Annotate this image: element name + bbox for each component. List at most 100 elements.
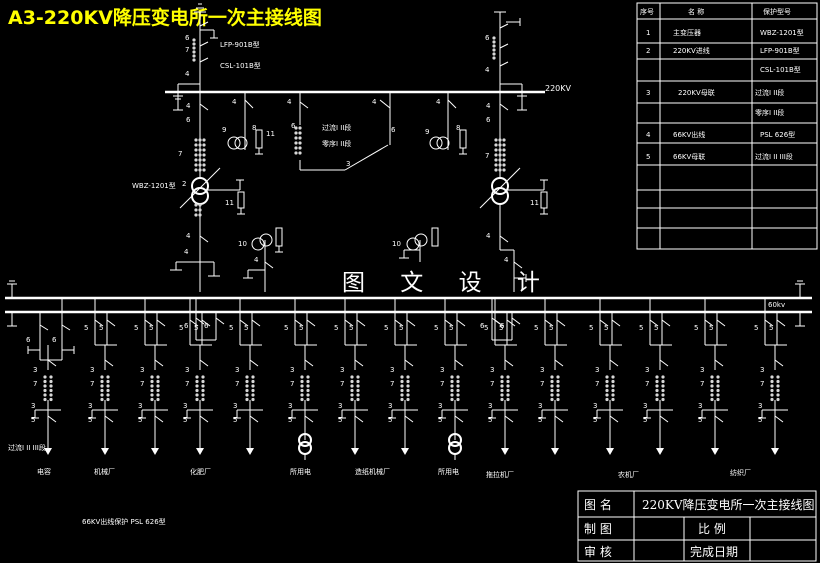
num-label: 5 [288, 416, 292, 424]
table-header: 保护型号 [763, 7, 791, 16]
num-label: 4 [485, 66, 490, 74]
num-label: 7 [290, 380, 294, 388]
num-label: 5 [549, 324, 553, 332]
feeder-protection-note: 66KV出线保护 PSL 626型 [82, 517, 166, 526]
num-label: 7 [185, 380, 189, 388]
svg-text:3: 3 [346, 160, 350, 168]
bus-66kv-section-switches: 6 6 6 6 6 6 [26, 298, 521, 361]
feeder-arrow [501, 448, 509, 455]
num-label: 7 [700, 380, 704, 388]
svg-text:4: 4 [486, 102, 491, 110]
num-label: 7 [490, 380, 494, 388]
num-label: 7 [33, 380, 37, 388]
num-label: 5 [769, 324, 773, 332]
relay-label-zero-seq: 零序I II段 [322, 139, 351, 148]
num-label: 3 [140, 366, 144, 374]
num-label: 5 [604, 324, 608, 332]
relay-label-overcurrent: 过流I II段 [322, 123, 351, 132]
num-label: 5 [534, 324, 538, 332]
titleblock-label-scale: 比 例 [698, 522, 726, 536]
svg-text:4: 4 [254, 256, 259, 264]
num-label: 3 [138, 402, 142, 410]
num-label: 5 [233, 416, 237, 424]
num-label: 7 [540, 380, 544, 388]
feeder-arrow [401, 448, 409, 455]
svg-text:11: 11 [530, 199, 539, 207]
num-label: 3 [288, 402, 292, 410]
num-label: 3 [31, 402, 35, 410]
feeder-arrow [101, 448, 109, 455]
svg-text:6: 6 [186, 116, 191, 124]
num-label: 5 [194, 324, 198, 332]
bus-66kv-end-earth-right [795, 280, 805, 327]
num-label: 7 [340, 380, 344, 388]
svg-text:9: 9 [222, 126, 226, 134]
feeder-label: 所用电 [438, 467, 459, 476]
feeder-arrow [151, 448, 159, 455]
pt-branch-left: 4 8 9 11 [222, 92, 275, 155]
svg-text:9: 9 [425, 128, 429, 136]
num-label: 5 [694, 324, 698, 332]
num-label: 3 [540, 366, 544, 374]
num-label: 3 [390, 366, 394, 374]
num-label: 3 [645, 366, 649, 374]
relay-label-wbz: WBZ-1201型 [132, 181, 176, 190]
svg-text:7: 7 [485, 152, 489, 160]
feeder-arrow [711, 448, 719, 455]
transformer-branch-right: 4 6 7 11 4 4 [479, 92, 548, 292]
num-label: 7 [645, 380, 649, 388]
feeder-arrow [771, 448, 779, 455]
table-cell: 过流I II段 [755, 88, 784, 97]
num-label: 7 [185, 46, 189, 54]
num-label: 3 [538, 402, 542, 410]
num-label: 5 [183, 416, 187, 424]
num-label: 5 [643, 416, 647, 424]
ct-dots-bus-tie [294, 126, 302, 155]
num-label: 3 [183, 402, 187, 410]
feeder-label: 造纸机械厂 [355, 467, 390, 476]
num-label: 5 [284, 324, 288, 332]
num-label: 3 [235, 366, 239, 374]
svg-text:4: 4 [287, 98, 292, 106]
table-cell: WBZ-1201型 [760, 28, 804, 37]
svg-text:11: 11 [225, 199, 234, 207]
num-label: 3 [88, 402, 92, 410]
num-label: 4 [185, 70, 190, 78]
num-label: 3 [643, 402, 647, 410]
table-cell: 4 [646, 131, 651, 139]
num-label: 7 [595, 380, 599, 388]
titleblock-label-date: 完成日期 [690, 544, 738, 559]
svg-text:4: 4 [486, 232, 491, 240]
relay-label-lfp: LFP-901B型 [220, 40, 260, 49]
pt-66kv-left: 10 4 [238, 227, 283, 292]
bus-220kv-label: 220KV [545, 84, 572, 93]
feeder-label: 电容 [37, 467, 51, 476]
num-label: 5 [179, 324, 183, 332]
num-label: 3 [290, 366, 294, 374]
table-cell: 零序I II段 [755, 108, 784, 117]
num-label: 3 [340, 366, 344, 374]
num-label: 3 [440, 366, 444, 374]
transformer-branch-left: 4 6 7 2 11 4 4 [170, 92, 245, 292]
ct-dots-transformer-left-lower [194, 203, 202, 217]
ct-dots-right-line [492, 36, 496, 60]
num-label: 3 [438, 402, 442, 410]
num-label: 3 [595, 366, 599, 374]
feeder-arrow [656, 448, 664, 455]
svg-text:10: 10 [392, 240, 401, 248]
svg-text:6: 6 [26, 336, 31, 344]
num-label: 7 [440, 380, 444, 388]
feeder-arrow [606, 448, 614, 455]
incoming-line-right: 6 4 [485, 11, 527, 97]
svg-text:2: 2 [182, 180, 186, 188]
num-label: 7 [235, 380, 239, 388]
num-label: 5 [384, 324, 388, 332]
